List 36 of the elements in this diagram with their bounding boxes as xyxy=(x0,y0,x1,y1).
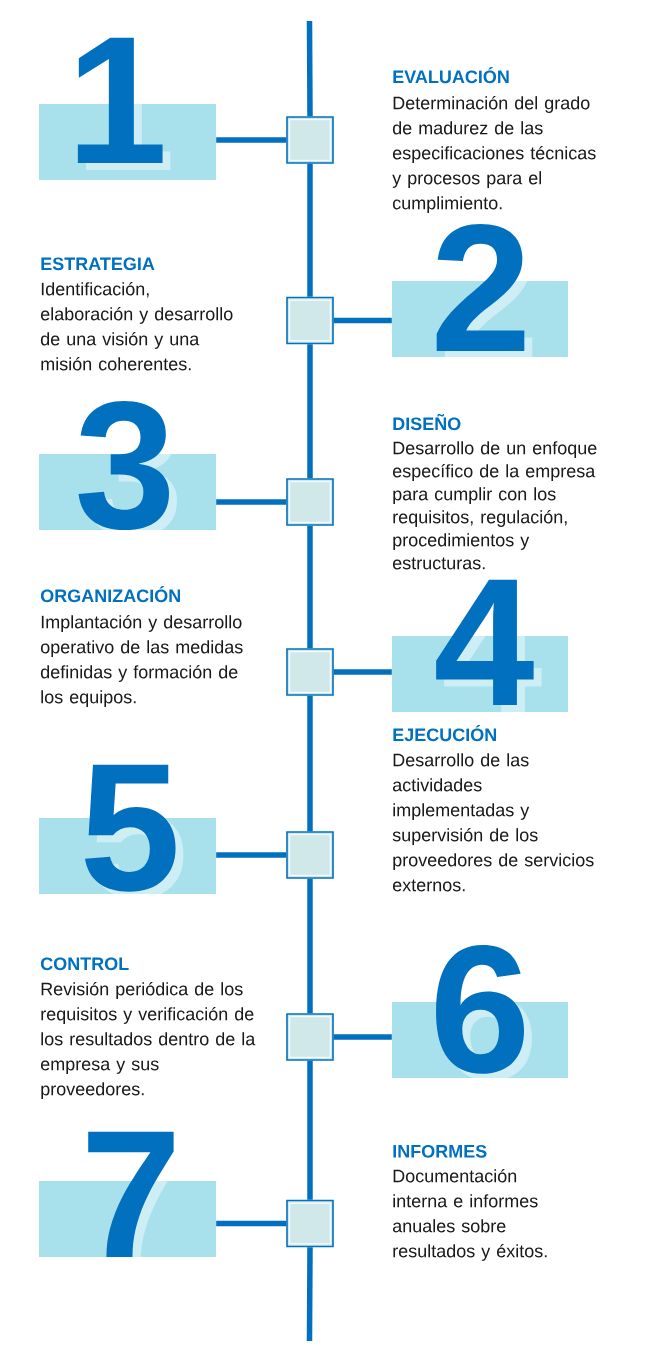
connector-line xyxy=(333,317,392,324)
square-marker xyxy=(286,1199,334,1248)
step-description: Determinación del grado de madurez de las especificaciones técnicas y procesos para el cumplimiento. xyxy=(392,95,596,213)
timeline-line xyxy=(307,525,313,649)
square-marker xyxy=(286,1013,334,1061)
square-marker xyxy=(286,648,334,696)
connector-line xyxy=(216,852,287,858)
timeline-line xyxy=(306,21,313,117)
timeline-line xyxy=(307,344,313,479)
square-marker xyxy=(286,116,334,164)
timeline-line xyxy=(307,1060,313,1200)
timeline-line xyxy=(307,878,313,1014)
step-heading: EVALUACIÓN xyxy=(393,67,509,84)
square-marker xyxy=(286,831,334,879)
connector-line xyxy=(216,137,287,143)
timeline-line xyxy=(307,163,313,297)
connector-line xyxy=(216,1220,287,1227)
step-description: Desarrollo de las actividades implementadas y supervisión de los proveedores de servicios externos. xyxy=(392,753,594,892)
timeline-line xyxy=(306,1247,313,1341)
step-description: Implantación y desarrollo operativo de las medidas definidas y formación de los equipos. xyxy=(40,614,243,707)
square-marker xyxy=(286,296,334,345)
step-description: Identificación, elaboración y desarrollo de una visión y una misión coherentes. xyxy=(40,281,233,371)
step-heading: EJECUCIÓN xyxy=(393,725,496,742)
timeline-line xyxy=(307,695,313,832)
step-heading: DISEÑO xyxy=(393,414,461,431)
step-description: Revisión periódica de los requisitos y verificación de los resultados dentro de la empresa y sus proveedores. xyxy=(40,981,256,1099)
square-marker xyxy=(286,478,334,526)
step-description: Documentación interna e informes anuales sobre resultados y éxitos. xyxy=(392,1168,547,1261)
connector-line xyxy=(216,499,287,505)
step-heading: CONTROL xyxy=(40,957,129,971)
step-heading: ORGANIZACIÓN xyxy=(40,586,180,603)
step-heading: INFORMES xyxy=(393,1144,487,1158)
connector-line xyxy=(333,669,392,675)
connector-line xyxy=(333,1034,392,1040)
step-heading: ESTRATEGIA xyxy=(41,257,155,271)
step-description: Desarrollo de un enfoque específico de la empresa para cumplir con los requisitos, regulación, procedimientos y estructuras. xyxy=(392,441,597,570)
